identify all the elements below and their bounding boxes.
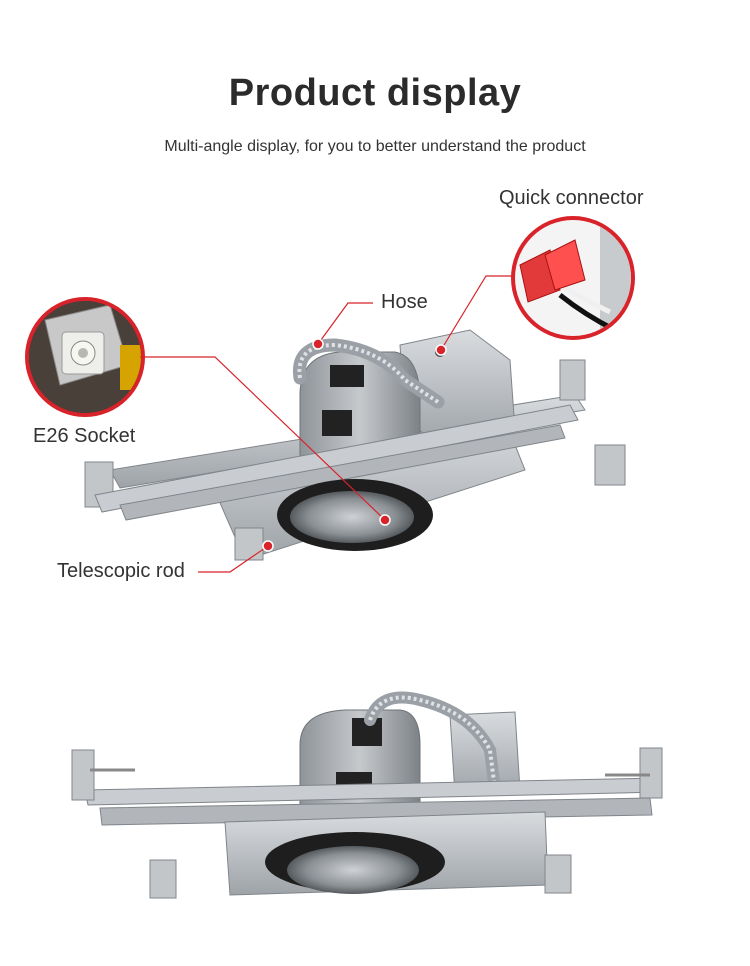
label-quick-connector: Quick connector [499,187,644,209]
callout-leaders [140,275,515,573]
hose-point [312,338,324,350]
socket-zoom-circle [25,297,145,417]
callout-points [262,338,447,552]
label-hose: Hose [381,291,428,313]
label-e26-socket: E26 Socket [33,425,136,447]
rod-point [262,540,274,552]
product-top-view [84,329,626,561]
connector-zoom-circle [511,216,635,340]
label-telescopic-rod: Telescopic rod [57,560,185,582]
page-title: Product display [228,72,522,114]
product-front-view [71,691,663,899]
page-subtitle: Multi-angle display, for you to better u… [164,138,586,155]
connector-point [435,344,447,356]
socket-point [379,514,391,526]
